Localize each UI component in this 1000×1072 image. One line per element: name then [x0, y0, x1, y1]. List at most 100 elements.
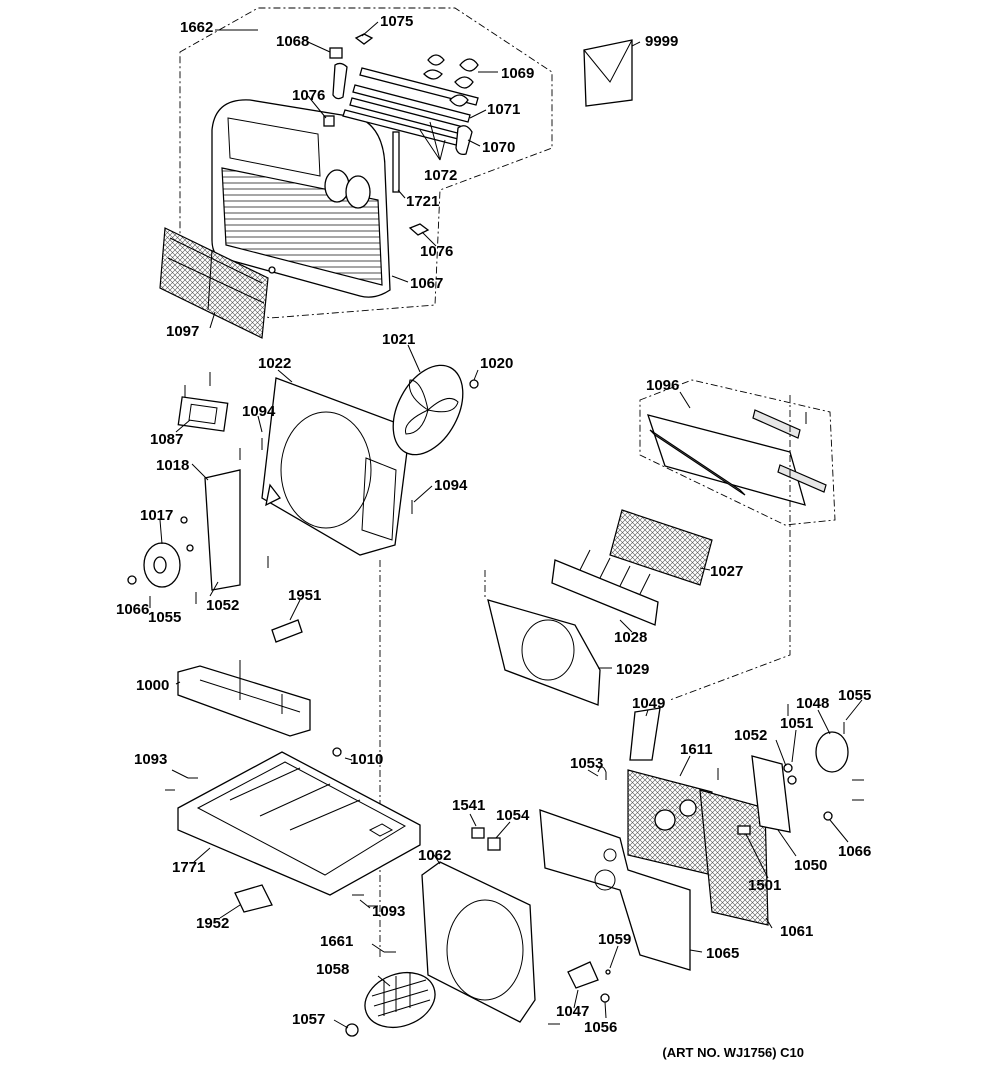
art-number: (ART NO. WJ1756) C10 [662, 1045, 804, 1060]
lead-1017 [159, 519, 163, 545]
lead-1059 [609, 945, 619, 969]
base-screws [165, 777, 378, 907]
label-1076b: 1076 [420, 243, 453, 260]
label-1052b: 1052 [734, 727, 767, 744]
lead-1068 [307, 41, 331, 53]
base-pan-rim [196, 761, 407, 876]
lead-1054 [495, 821, 511, 839]
label-1952: 1952 [196, 915, 229, 932]
nut-a [180, 516, 188, 524]
lead-1057 [333, 1019, 349, 1029]
base-pan-1771 [177, 751, 421, 896]
label-1951: 1951 [288, 587, 321, 604]
label-1070: 1070 [482, 139, 515, 156]
label-1018: 1018 [156, 457, 189, 474]
label-1069: 1069 [501, 65, 534, 82]
label-1000: 1000 [136, 677, 169, 694]
front-grille-group [159, 7, 641, 339]
partition-1029 [487, 599, 601, 706]
part-1054 [487, 837, 501, 851]
label-1771: 1771 [172, 859, 205, 876]
washer-1066 [127, 575, 137, 585]
lead-1000 [175, 681, 181, 685]
label-1501: 1501 [748, 877, 781, 894]
nut-1051-b [787, 775, 797, 785]
clip-1076-side [408, 223, 430, 236]
label-9999: 9999 [645, 33, 678, 50]
label-1058: 1058 [316, 961, 349, 978]
lead-1067 [391, 275, 409, 283]
label-1072: 1072 [424, 167, 457, 184]
rail-strip-top [752, 409, 801, 439]
lead-1093a [171, 769, 189, 779]
lead-1076b [421, 231, 437, 247]
label-1071: 1071 [487, 101, 520, 118]
screw-1010 [332, 747, 342, 757]
part-1501 [737, 825, 751, 835]
label-1097: 1097 [166, 323, 199, 340]
lead-1611 [679, 755, 691, 777]
control-panel-1065 [539, 809, 691, 971]
label-1662: 1662 [180, 19, 213, 36]
label-1021: 1021 [382, 331, 415, 348]
lead-1047 [573, 989, 579, 1009]
lead-1075 [361, 21, 379, 37]
motor-bracket-1050 [751, 755, 791, 833]
lead-1721 [397, 189, 406, 199]
lead-1087 [175, 419, 191, 433]
part-1049 [629, 707, 661, 761]
lead-1661 [371, 943, 385, 953]
clip-1069-a [423, 54, 445, 80]
lead-1052a [209, 581, 219, 597]
rail-strip-left [649, 429, 746, 496]
blower-wheel-vanes [371, 972, 431, 1017]
label-1093b: 1093 [372, 903, 405, 920]
label-1087: 1087 [150, 431, 183, 448]
connector-line-right [669, 395, 791, 701]
clip-1068 [329, 47, 343, 59]
label-1094a: 1094 [242, 403, 276, 420]
support-1028-fins [579, 549, 651, 595]
louver-blade-1 [352, 84, 471, 123]
lead-1952 [219, 904, 241, 919]
shroud-opening [280, 411, 372, 529]
insulation-hole-1 [654, 809, 676, 831]
label-1661: 1661 [320, 933, 353, 950]
control-window [227, 117, 321, 177]
label-1076a: 1076 [292, 87, 325, 104]
label-1027: 1027 [710, 563, 743, 580]
motor-shaft [153, 556, 167, 574]
label-1611: 1611 [680, 741, 713, 758]
lead-1051 [791, 729, 797, 763]
gasket-1952 [234, 884, 273, 913]
label-1029: 1029 [616, 661, 649, 678]
lead-1066b [829, 819, 849, 843]
label-1028: 1028 [614, 629, 647, 646]
clip-1053 [597, 766, 607, 780]
base-pan-group [165, 599, 421, 919]
right-side-group [469, 379, 864, 971]
base-pan-ribs [229, 767, 394, 837]
label-1053: 1053 [570, 755, 603, 772]
blower-scroll-1062 [421, 861, 536, 1023]
louver-blade-3 [359, 67, 479, 106]
blower-group [333, 851, 619, 1037]
mesh-filter-1027 [609, 509, 713, 586]
manual-9999 [583, 39, 633, 107]
lead-1020 [473, 369, 479, 381]
label-1049: 1049 [632, 695, 665, 712]
partition-opening [521, 619, 575, 681]
label-1066b: 1066 [838, 843, 871, 860]
lead-1065 [689, 949, 703, 953]
label-1055a: 1055 [148, 609, 181, 626]
thermostat-1047 [567, 961, 599, 989]
part-labels: 1662 1075 1068 9999 1069 1076 1071 1070 … [116, 13, 871, 1036]
support-1028 [551, 559, 659, 626]
label-1052a: 1052 [206, 597, 239, 614]
lead-1018 [191, 463, 209, 481]
lead-1056 [604, 1001, 607, 1019]
part-1000 [177, 665, 311, 737]
bracket-left [332, 62, 348, 100]
